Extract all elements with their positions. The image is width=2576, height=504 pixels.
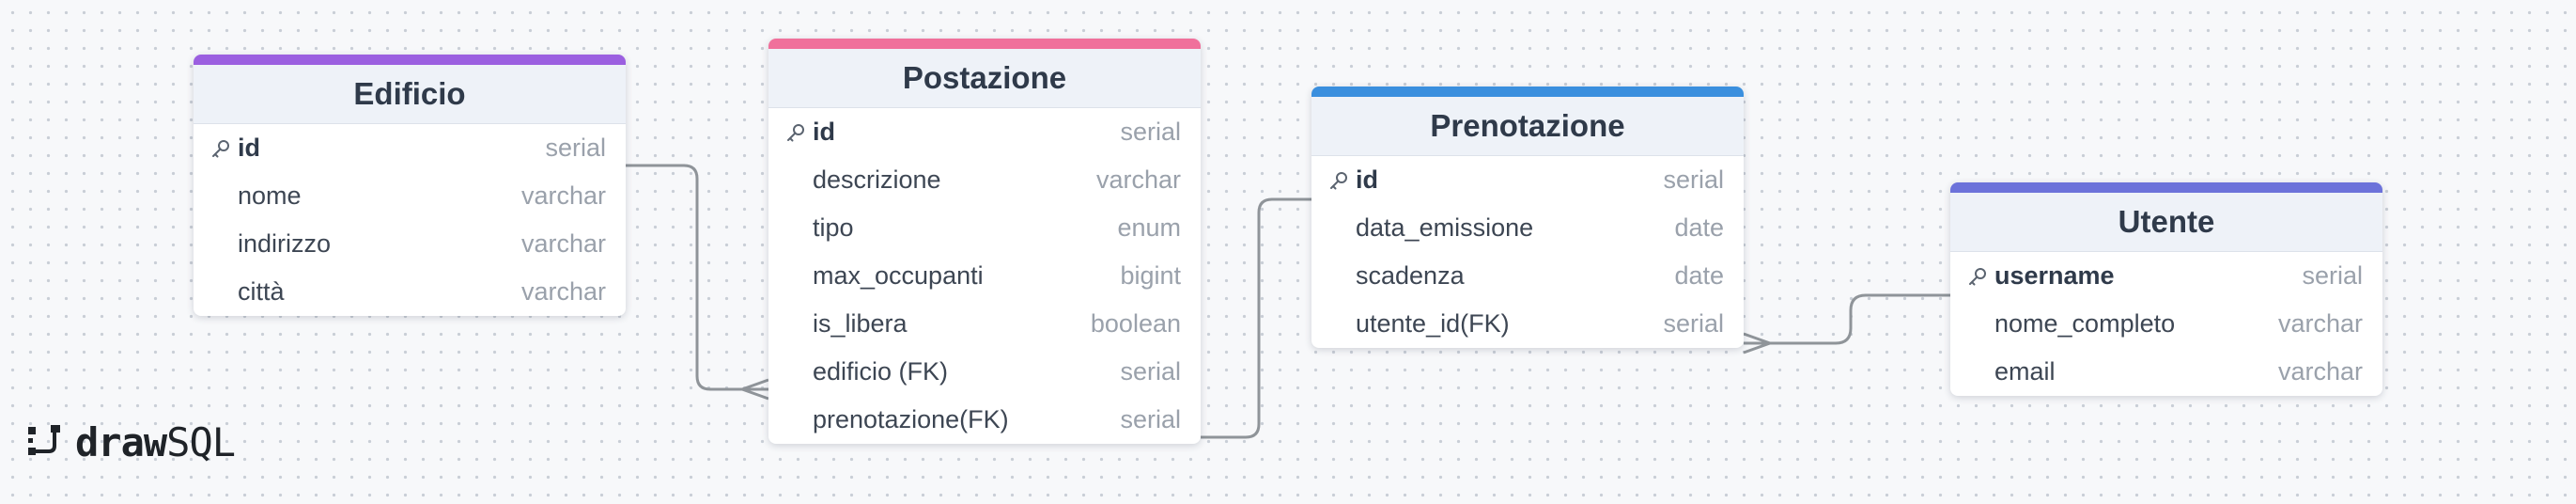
- column-type: varchar: [1095, 165, 1181, 194]
- column-name: id: [238, 134, 260, 162]
- table-column-row[interactable]: edificio (FK) serial: [768, 348, 1201, 396]
- column-name: email: [1994, 357, 2056, 386]
- drawsql-logo-icon: [26, 421, 68, 463]
- table-accent-bar: [768, 39, 1201, 49]
- utente-prenotazione-crowfoot: [1743, 332, 1771, 354]
- column-name: scadenza: [1356, 261, 1465, 290]
- column-type: date: [1674, 261, 1724, 290]
- drawsql-logo[interactable]: draw SQL: [26, 418, 236, 465]
- table-title[interactable]: Postazione: [768, 49, 1201, 108]
- table-column-row[interactable]: scadenza date: [1311, 252, 1744, 300]
- table-accent-bar: [1311, 87, 1744, 97]
- column-type: serial: [1663, 309, 1724, 338]
- table-column-row[interactable]: tipo enum: [768, 204, 1201, 252]
- column-name: tipo: [813, 213, 854, 242]
- table-title[interactable]: Utente: [1950, 193, 2382, 252]
- column-type: varchar: [2277, 309, 2363, 338]
- utente-prenotazione-link[interactable]: [1744, 293, 1950, 345]
- column-name: indirizzo: [238, 229, 332, 258]
- column-name: is_libera: [813, 309, 908, 338]
- column-type: varchar: [2277, 357, 2363, 386]
- edificio-postazione-link[interactable]: [626, 164, 768, 391]
- column-name: nome_completo: [1994, 309, 2176, 338]
- table-column-row[interactable]: is_libera boolean: [768, 300, 1201, 348]
- table-accent-bar: [194, 55, 626, 65]
- column-type: serial: [1120, 118, 1181, 146]
- table-column-row[interactable]: username serial: [1950, 252, 2382, 300]
- column-name: utente_id(FK): [1356, 309, 1510, 338]
- column-type: serial: [2302, 261, 2363, 290]
- table-column-row[interactable]: id serial: [768, 108, 1201, 156]
- primary-key-icon: [210, 138, 231, 159]
- primary-key-icon: [1328, 170, 1349, 191]
- column-type: boolean: [1090, 309, 1181, 338]
- column-list: id serial descrizione varchar tipo enum max_oc…: [768, 108, 1201, 444]
- table-column-row[interactable]: max_occupanti bigint: [768, 252, 1201, 300]
- table-column-row[interactable]: data_emissione date: [1311, 204, 1744, 252]
- column-name: descrizione: [813, 165, 941, 194]
- table-column-row[interactable]: prenotazione(FK) serial: [768, 396, 1201, 444]
- column-type: varchar: [520, 181, 606, 210]
- table-column-row[interactable]: descrizione varchar: [768, 156, 1201, 204]
- table-column-row[interactable]: indirizzo varchar: [194, 220, 626, 268]
- column-type: enum: [1117, 213, 1181, 242]
- column-name: prenotazione(FK): [813, 405, 1009, 433]
- table-column-row[interactable]: nome varchar: [194, 172, 626, 220]
- column-type: serial: [1120, 357, 1181, 386]
- logo-word-sql: SQL: [166, 418, 236, 465]
- column-name: data_emissione: [1356, 213, 1534, 242]
- table-column-row[interactable]: utente_id(FK) serial: [1311, 300, 1744, 348]
- edificio-postazione-crowfoot: [741, 378, 769, 401]
- table-column-row[interactable]: id serial: [194, 124, 626, 172]
- column-name: username: [1994, 261, 2115, 290]
- table-column-row[interactable]: email varchar: [1950, 348, 2382, 396]
- column-type: varchar: [520, 229, 606, 258]
- table-title[interactable]: Edificio: [194, 65, 626, 124]
- column-name: nome: [238, 181, 302, 210]
- column-type: varchar: [520, 277, 606, 306]
- column-name: max_occupanti: [813, 261, 984, 290]
- table-postazione[interactable]: Postazione id serial descrizione varchar tip…: [768, 39, 1201, 444]
- column-type: serial: [545, 134, 606, 162]
- column-name: edificio (FK): [813, 357, 949, 386]
- column-name: id: [1356, 165, 1378, 194]
- logo-word-draw: draw: [75, 418, 167, 465]
- column-type: date: [1674, 213, 1724, 242]
- postazione-prenotazione-link[interactable]: [1201, 197, 1311, 439]
- column-type: serial: [1663, 165, 1724, 194]
- table-title[interactable]: Prenotazione: [1311, 97, 1744, 156]
- table-column-row[interactable]: nome_completo varchar: [1950, 300, 2382, 348]
- table-accent-bar: [1950, 182, 2382, 193]
- primary-key-icon: [785, 122, 806, 143]
- primary-key-icon: [1967, 266, 1988, 287]
- column-type: bigint: [1120, 261, 1181, 290]
- column-type: serial: [1120, 405, 1181, 433]
- column-name: id: [813, 118, 835, 146]
- table-edificio[interactable]: Edificio id serial nome varchar indirizzo var…: [194, 55, 626, 316]
- table-column-row[interactable]: città varchar: [194, 268, 626, 316]
- table-column-row[interactable]: id serial: [1311, 156, 1744, 204]
- column-name: città: [238, 277, 285, 306]
